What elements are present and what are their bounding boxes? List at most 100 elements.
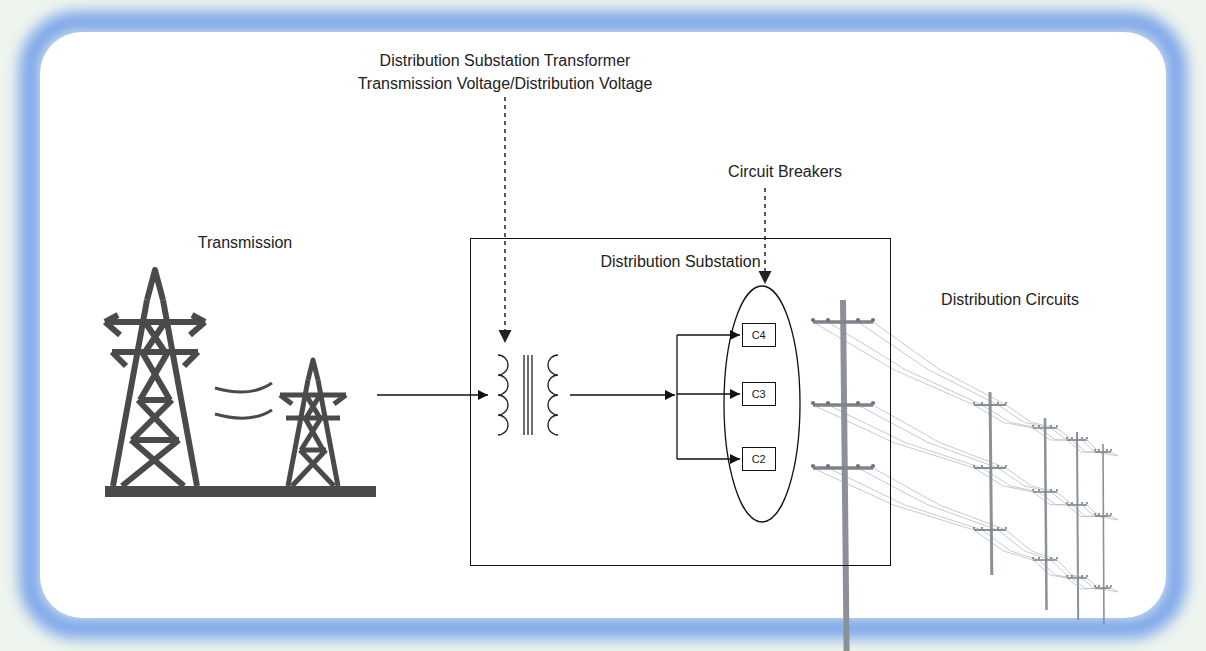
insulator [1081, 575, 1083, 577]
pole [1102, 444, 1105, 625]
distribution-wire [1095, 516, 1118, 520]
distribution-wire [828, 322, 982, 405]
insulator [1086, 575, 1088, 577]
node-text: C3 [752, 388, 766, 400]
insulator [1032, 425, 1034, 427]
pole [990, 392, 992, 575]
insulator [1038, 557, 1040, 559]
transmission-wire [215, 383, 272, 418]
distribution-wire [1033, 560, 1067, 578]
insulator [871, 401, 875, 405]
insulator [1110, 513, 1112, 515]
distribution-wire [858, 322, 998, 405]
insulator [1071, 437, 1073, 439]
insulator [856, 464, 860, 468]
feed-line [377, 394, 488, 395]
distribution-wire [873, 405, 1006, 468]
insulator [1050, 489, 1052, 491]
distribution-wire [1006, 530, 1057, 560]
crossarm [1067, 504, 1087, 506]
distribution-wire [1039, 560, 1072, 578]
distribution-wire [1006, 468, 1057, 492]
insulator [1071, 575, 1073, 577]
insulator [1005, 527, 1007, 529]
distribution-wire [813, 322, 974, 405]
insulator [1086, 437, 1088, 439]
insulator [826, 401, 830, 405]
distribution-wire [1111, 516, 1118, 520]
insulator [1071, 502, 1073, 504]
insulator [1056, 489, 1058, 491]
insulator [1094, 513, 1096, 515]
insulator [1086, 502, 1088, 504]
insulator [1005, 402, 1007, 404]
crossarm [974, 529, 1006, 531]
distribution-wire [1072, 440, 1099, 452]
breaker-group [724, 286, 800, 522]
crossarm [1033, 427, 1057, 429]
distribution-wire [1033, 428, 1067, 440]
bus-bar [676, 335, 677, 459]
insulator [811, 318, 815, 322]
insulator [871, 318, 875, 322]
crossarm [1067, 439, 1087, 441]
distribution-wire [1111, 452, 1118, 456]
insulator [856, 401, 860, 405]
distribution-wire [1072, 505, 1099, 517]
distribution-poles [811, 300, 1118, 651]
insulator [1066, 437, 1068, 439]
distribution-wire [1039, 492, 1072, 505]
distribution-wire [828, 468, 982, 530]
insulator [1032, 489, 1034, 491]
insulator [981, 402, 983, 404]
node-text: C2 [752, 453, 766, 465]
insulator [1110, 449, 1112, 451]
insulator [1094, 449, 1096, 451]
insulator [826, 318, 830, 322]
insulator [1098, 585, 1100, 587]
breaker-box: C3 [742, 382, 776, 406]
distribution-wire [998, 405, 1051, 428]
insulator [1050, 425, 1052, 427]
region-label: Distribution Circuits [941, 291, 1079, 309]
distribution-wire [1067, 505, 1095, 517]
breaker-box: C4 [742, 323, 776, 347]
insulator [871, 464, 875, 468]
insulator [1056, 425, 1058, 427]
transformer-output [570, 394, 675, 395]
insulator [826, 464, 830, 468]
distribution-wire [1006, 405, 1057, 428]
insulator [1094, 585, 1096, 587]
crossarm [1033, 559, 1057, 561]
pole [1077, 432, 1078, 620]
insulator [1050, 557, 1052, 559]
insulator [1066, 575, 1068, 577]
crossarm [813, 403, 873, 407]
insulator [1098, 513, 1100, 515]
pole [843, 300, 847, 651]
distribution-wire [1057, 560, 1087, 578]
transmission-tower [105, 270, 205, 486]
insulator [1098, 449, 1100, 451]
distribution-wire [1095, 452, 1118, 456]
insulator [997, 402, 999, 404]
transformer-symbol [498, 355, 558, 435]
pole [1045, 418, 1047, 610]
insulator [1110, 585, 1112, 587]
insulator [1038, 489, 1040, 491]
distribution-wire [858, 405, 998, 468]
node-text: C4 [752, 329, 766, 341]
distribution-wire [1087, 505, 1111, 517]
insulator [1005, 465, 1007, 467]
crossarm [1095, 451, 1111, 453]
insulator [997, 465, 999, 467]
callout-label: Transmission Voltage/Distribution Voltag… [358, 75, 653, 93]
distribution-wire [1095, 588, 1118, 592]
insulator [973, 527, 975, 529]
distribution-wire [1072, 578, 1099, 589]
distribution-wire [1067, 440, 1095, 452]
insulator [1056, 557, 1058, 559]
crossarm [1095, 515, 1111, 517]
